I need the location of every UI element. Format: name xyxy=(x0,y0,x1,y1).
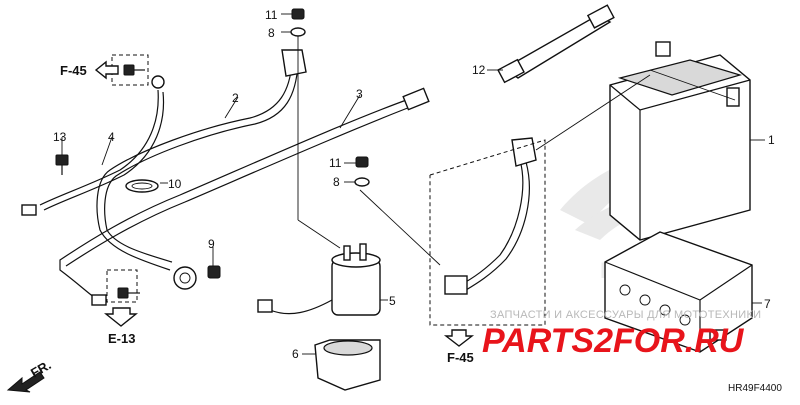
label-part-11-top: 11 xyxy=(265,8,278,22)
label-part-2: 2 xyxy=(232,91,239,105)
front-arrow xyxy=(6,371,45,393)
label-part-8-top: 8 xyxy=(268,26,275,40)
ref-f45-bottom: F-45 xyxy=(447,350,474,365)
battery-strap xyxy=(497,4,615,84)
battery-cable xyxy=(444,137,537,295)
starter-relay xyxy=(257,243,381,316)
label-part-10: 10 xyxy=(168,177,182,191)
battery xyxy=(609,41,751,241)
label-part-12: 12 xyxy=(472,63,486,77)
cable-band xyxy=(125,179,159,193)
label-part-5: 5 xyxy=(389,294,396,308)
drawing-code: HR49F4400 xyxy=(728,383,782,394)
ref-f45-top: F-45 xyxy=(60,63,87,78)
label-part-6: 6 xyxy=(292,347,299,361)
hardware xyxy=(55,8,370,299)
label-part-4: 4 xyxy=(108,130,115,144)
battery-box xyxy=(604,231,753,353)
label-part-3: 3 xyxy=(356,87,363,101)
relay-cover xyxy=(314,339,381,391)
positive-cable xyxy=(21,75,165,216)
label-part-9: 9 xyxy=(208,237,215,251)
ref-e13: E-13 xyxy=(108,331,135,346)
leader-lines xyxy=(61,13,765,355)
f45-top-arrow xyxy=(94,60,119,80)
label-part-11-mid: 11 xyxy=(329,156,342,170)
starter-cable xyxy=(96,49,307,290)
label-part-13: 13 xyxy=(53,130,67,144)
e13-arrow xyxy=(104,307,138,327)
label-part-8-mid: 8 xyxy=(333,175,340,189)
f45-bottom-arrow xyxy=(443,329,475,347)
label-part-7: 7 xyxy=(764,297,771,311)
watermark-brand: PARTS2FOR.RU xyxy=(482,322,745,360)
negative-cable xyxy=(59,87,430,306)
label-part-1: 1 xyxy=(768,133,775,147)
dashed-groupings xyxy=(106,54,546,326)
watermark-tagline: ЗАПЧАСТИ И АКСЕССУАРЫ ДЛЯ МОТОТЕХНИКИ xyxy=(490,309,761,321)
